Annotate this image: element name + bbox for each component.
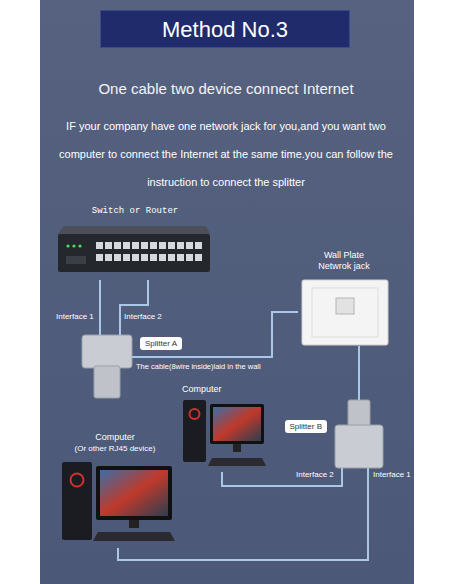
led [66, 244, 69, 247]
plate [302, 280, 388, 345]
interface-label: Interface 2 [296, 470, 334, 480]
port [105, 242, 112, 249]
port [123, 242, 130, 249]
monitor [96, 466, 172, 520]
switch-top [58, 226, 210, 234]
splitter-plug [94, 366, 120, 398]
port-row [96, 242, 202, 261]
instruction-text: IF your company have one network jack fo… [48, 112, 404, 196]
port [132, 254, 139, 261]
stand [129, 520, 139, 528]
heading: One cable two device connect Internet [48, 80, 404, 97]
wall-plate-symbol [302, 280, 388, 345]
port [114, 254, 121, 261]
device-label: Switch or Router [55, 206, 215, 216]
port-group [66, 256, 86, 264]
interface-label: Interface 2 [124, 312, 162, 322]
splitter-label: Splitter A [140, 337, 182, 350]
port [159, 254, 166, 261]
switch-node: Switch or Router [55, 206, 215, 280]
splitter-symbol [335, 400, 383, 468]
port [141, 242, 148, 249]
interface-label: Interface 1 [373, 470, 411, 480]
port [186, 254, 193, 261]
jack [336, 298, 354, 314]
port [96, 242, 103, 249]
device-label: Computer [182, 384, 222, 394]
port [114, 242, 121, 249]
cable-line [99, 280, 101, 335]
port [96, 254, 103, 261]
port [150, 242, 157, 249]
interface-label: The cable(8wire inside)laid in the wall [136, 362, 261, 372]
port [186, 242, 193, 249]
plate-inner [312, 288, 378, 337]
device-label: Wall Plate Netwrok jack [308, 250, 380, 272]
cable-line [222, 468, 342, 486]
splitter-body [335, 425, 383, 468]
keyboard [208, 458, 266, 466]
splitter-node: Splitter B [335, 400, 383, 468]
cable-connector [359, 346, 360, 400]
stand [233, 444, 241, 452]
port [123, 254, 130, 261]
cable-connector [100, 280, 101, 335]
port [177, 242, 184, 249]
switch-body [58, 234, 210, 272]
splitter-label: Splitter B [285, 420, 327, 433]
cable-line [118, 468, 368, 560]
screen [213, 407, 261, 441]
cable-line [358, 346, 360, 400]
switch-symbol [58, 226, 210, 272]
tower [183, 400, 206, 462]
title-banner: Method No.3 [100, 10, 350, 48]
port [168, 242, 175, 249]
port [177, 254, 184, 261]
port [105, 254, 112, 261]
splitter-plug [348, 400, 370, 427]
splitter-node: Splitter A [82, 335, 132, 398]
port [168, 254, 175, 261]
led [72, 244, 75, 247]
tower-ring [71, 474, 84, 487]
port [150, 254, 157, 261]
keyboard [93, 532, 175, 541]
splitter-symbol [82, 335, 132, 398]
device-label: Computer [55, 432, 175, 443]
computer-symbol [183, 400, 266, 466]
cable-connector [118, 468, 368, 560]
wall-plate-node: Wall Plate Netwrok jack [298, 250, 390, 346]
interface-label: Interface 1 [56, 312, 94, 322]
port [159, 242, 166, 249]
computer-node: Computer(Or other RJ45 device) [55, 432, 175, 548]
cable-line [120, 280, 148, 335]
monitor [210, 404, 264, 444]
computer-symbol [62, 462, 175, 541]
cable-connector [120, 280, 148, 335]
port [195, 254, 202, 261]
computer-node: Computer [178, 383, 268, 472]
cable-connector [222, 468, 342, 486]
tower [62, 462, 92, 540]
screen [100, 470, 168, 516]
led [78, 244, 81, 247]
port [141, 254, 148, 261]
device-note: (Or other RJ45 device) [55, 444, 175, 454]
port [195, 242, 202, 249]
splitter-body [82, 335, 132, 368]
tower-ring [190, 409, 200, 419]
port [132, 242, 139, 249]
